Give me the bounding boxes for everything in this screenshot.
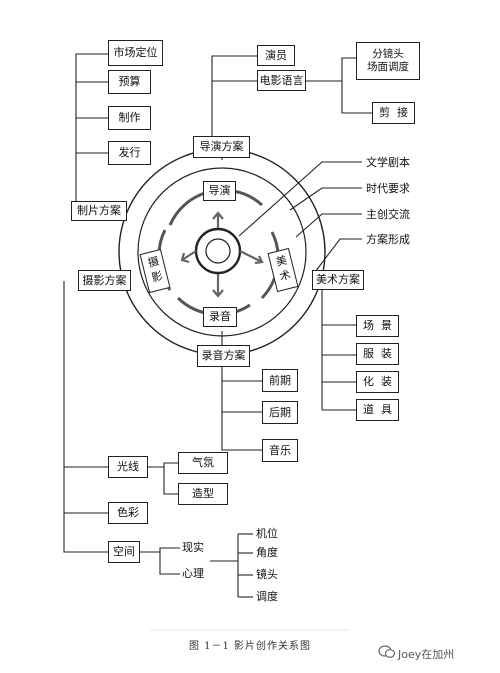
annotation-era-requirements: 时代要求 — [366, 182, 410, 195]
space-item-psychology: 心理 — [182, 567, 204, 580]
production-item-market-positioning: 市场定位 — [108, 40, 163, 66]
space-sub-camera-position: 机位 — [256, 527, 278, 540]
director-item-film-language: 电影语言 — [257, 70, 306, 91]
production-plan-box: 制片方案 — [71, 201, 127, 221]
sound-item-post-production: 后期 — [262, 401, 298, 424]
art-item-scenery: 场 景 — [356, 315, 399, 337]
chat-bubble-icon — [378, 645, 396, 658]
director-plan-box: 导演方案 — [193, 136, 250, 158]
watermark-text: Joey在加州 — [398, 648, 455, 661]
art-plan-box: 美术方案 — [312, 270, 364, 290]
photography-plan-box: 摄影方案 — [78, 270, 131, 291]
photo-item-color: 色彩 — [108, 502, 148, 524]
annotation-creative-exchange: 主创交流 — [366, 208, 410, 221]
arrow-center-right — [239, 250, 264, 265]
figure-caption: 图 1－1 影片创作关系图 — [188, 641, 312, 652]
production-item-production: 制作 — [108, 106, 151, 130]
arrow-center-left — [180, 250, 197, 264]
space-sub-blocking: 调度 — [256, 590, 278, 603]
photo-item-light: 光线 — [108, 456, 148, 478]
space-item-reality: 现实 — [182, 541, 204, 554]
annotation-literary-script: 文学剧本 — [366, 156, 410, 169]
core-ring-outer — [194, 227, 242, 275]
light-item-modeling: 造型 — [178, 483, 228, 505]
sound-plan-box: 录音方案 — [197, 345, 250, 367]
art-item-props: 道 具 — [356, 399, 399, 421]
arrow-center-down — [212, 274, 224, 298]
light-item-atmosphere: 气氛 — [178, 452, 228, 474]
production-item-distribution: 发行 — [108, 141, 151, 165]
production-item-budget: 预算 — [108, 70, 151, 94]
sound-item-pre-production: 前期 — [262, 369, 298, 392]
art-item-costume: 服 装 — [356, 343, 399, 365]
annotation-plan-formation: 方案形成 — [366, 233, 410, 246]
center-sound-box: 录音 — [203, 307, 237, 327]
core-ring-inner — [205, 238, 231, 264]
director-item-actors: 演员 — [257, 45, 295, 66]
arrow-center-up — [212, 211, 224, 228]
sound-item-music: 音乐 — [262, 439, 298, 462]
space-sub-angle: 角度 — [256, 546, 278, 559]
space-sub-lens: 镜头 — [256, 568, 278, 581]
film-language-item-storyboard: 分镜头 场面调度 — [356, 42, 420, 80]
center-director-box: 导演 — [203, 181, 236, 201]
photo-item-space: 空间 — [108, 541, 140, 563]
film-language-item-editing: 剪 接 — [372, 102, 415, 124]
art-item-makeup: 化 装 — [356, 371, 399, 393]
